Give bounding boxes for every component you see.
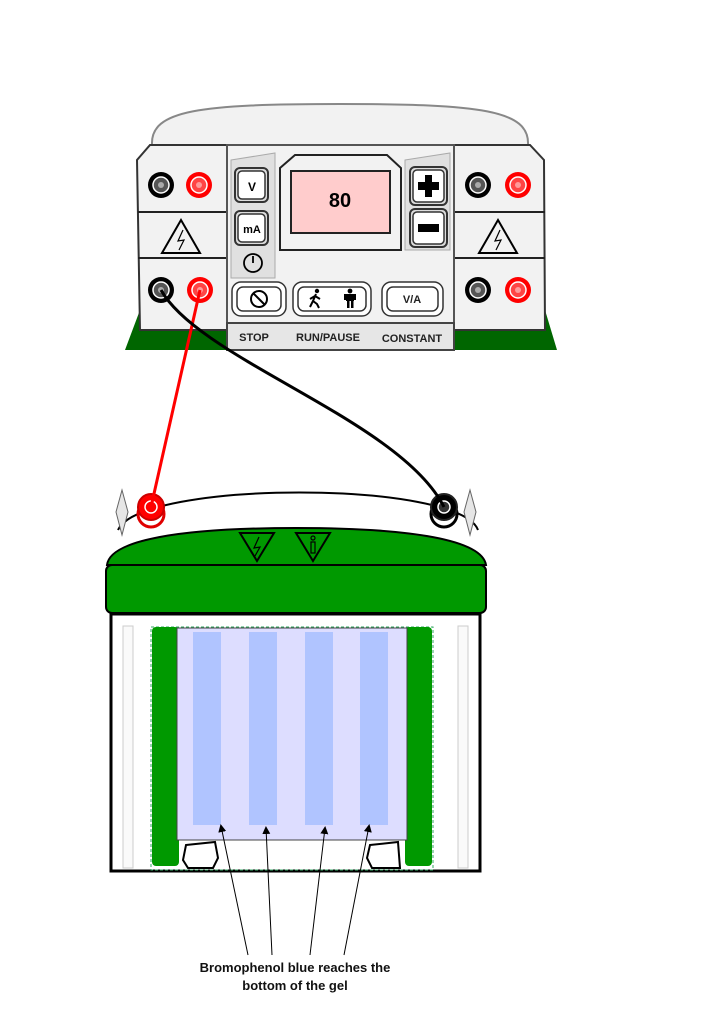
increase-button[interactable]: [409, 166, 448, 206]
run-pause-label: RUN/PAUSE: [296, 332, 360, 344]
gel-lane-4: [360, 632, 388, 825]
stop-button[interactable]: [231, 281, 287, 317]
milliamp-button-label: mA: [243, 224, 261, 236]
high-voltage-warning-icon: [160, 217, 202, 254]
gel-box-lid-top: [105, 526, 488, 566]
gel-box: [105, 488, 488, 873]
gel-lane-2: [249, 632, 277, 825]
milliamp-button[interactable]: mA: [234, 210, 269, 246]
gel-clamp-right: [365, 840, 402, 869]
gel-lanes: [193, 632, 388, 825]
power-supply: V mA 80: [125, 102, 557, 351]
annotation-arrows: [218, 824, 372, 956]
volt-button[interactable]: V: [234, 167, 269, 203]
right-electrode-rail: [405, 627, 432, 866]
terminal-red-top-left[interactable]: [186, 172, 212, 198]
constant-mode-button-label: V/A: [403, 294, 421, 306]
black-lead-plug[interactable]: [429, 493, 459, 529]
timer-icon: [243, 253, 263, 273]
standing-person-icon: [344, 288, 356, 308]
gel-lane-1: [193, 632, 221, 825]
gel-clamp-left: [181, 840, 220, 869]
run-pause-button[interactable]: [292, 281, 372, 317]
info-warning-icon: [294, 532, 332, 563]
high-voltage-warning-icon-lid: [238, 532, 276, 563]
volt-button-label: V: [248, 180, 256, 194]
annotation-arrow: [262, 826, 273, 956]
display-screen: [290, 170, 391, 234]
label-strip: [226, 322, 455, 351]
stop-label: STOP: [239, 332, 269, 344]
terminal-red-bottom-right[interactable]: [505, 277, 531, 303]
walking-person-icon: [309, 288, 321, 309]
left-panel: [135, 144, 229, 331]
gel-lane-3: [305, 632, 333, 825]
minus-icon: [418, 224, 439, 232]
black-lead-wire: [159, 289, 446, 508]
terminal-red-top-right[interactable]: [505, 172, 531, 198]
annotation-arrow: [343, 824, 372, 956]
left-electrode-rail: [152, 627, 179, 866]
terminal-black-bottom-right[interactable]: [465, 277, 491, 303]
display-value: 80: [329, 190, 351, 212]
stop-icon: [250, 290, 268, 308]
annotation-arrow: [309, 826, 329, 956]
annotation-arrow: [218, 824, 249, 956]
red-lead-wire: [149, 289, 202, 508]
decrease-button[interactable]: [409, 208, 448, 248]
gel-box-lid: [105, 564, 487, 614]
display: 80: [279, 154, 402, 251]
constant-mode-button[interactable]: V/A: [381, 281, 444, 317]
right-panel: [452, 144, 547, 331]
annotation-line-1: Bromophenol blue reaches the: [200, 960, 391, 975]
constant-label: CONSTANT: [382, 333, 443, 345]
terminal-black-top-right[interactable]: [465, 172, 491, 198]
annotation-line-2: bottom of the gel: [242, 978, 347, 993]
power-supply-top: [150, 102, 530, 146]
high-voltage-warning-icon-right: [477, 217, 519, 254]
terminal-black-top-left[interactable]: [148, 172, 174, 198]
red-lead-plug[interactable]: [136, 493, 166, 529]
